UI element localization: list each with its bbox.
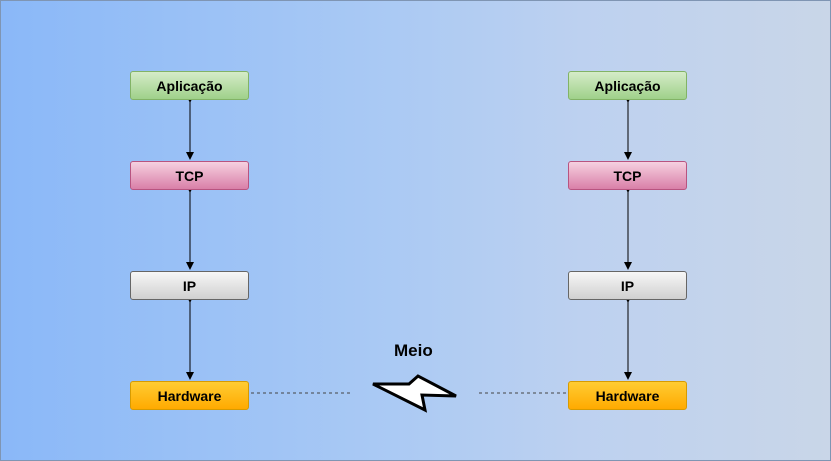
- right-tcp-label: TCP: [613, 167, 642, 184]
- right-ip-layer: IP: [568, 271, 687, 300]
- left-hardware-label: Hardware: [157, 387, 222, 404]
- right-ip-label: IP: [620, 277, 635, 294]
- left-hardware-layer: Hardware: [130, 381, 249, 410]
- right-hardware-label: Hardware: [595, 387, 660, 404]
- medium-label: Meio: [394, 341, 433, 360]
- right-hardware-layer: Hardware: [568, 381, 687, 410]
- left-tcp-label: TCP: [175, 167, 204, 184]
- left-tcp-layer: TCP: [130, 161, 249, 190]
- right-application-layer: Aplicação: [568, 71, 687, 100]
- left-ip-layer: IP: [130, 271, 249, 300]
- left-application-label: Aplicação: [156, 77, 223, 94]
- left-application-layer: Aplicação: [130, 71, 249, 100]
- right-tcp-layer: TCP: [568, 161, 687, 190]
- right-application-label: Aplicação: [594, 77, 661, 94]
- lightning-bolt-icon: [372, 374, 457, 413]
- left-ip-label: IP: [182, 277, 197, 294]
